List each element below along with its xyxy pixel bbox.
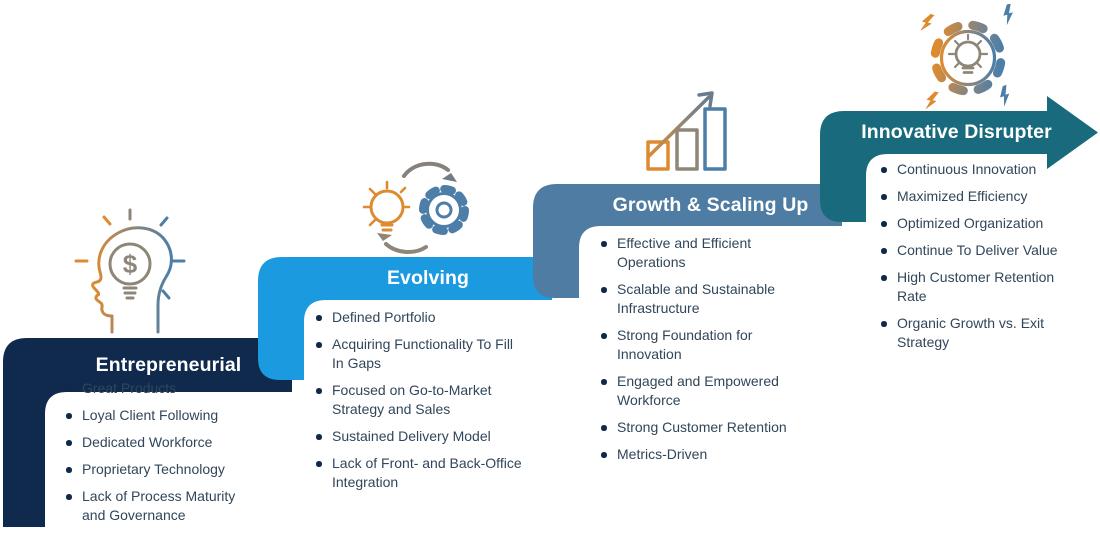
bullet-item: Continue To Deliver Value	[881, 241, 1069, 260]
bullet-item: Metrics-Driven	[601, 445, 799, 464]
bullet-item: Acquiring Functionality To Fill In Gaps	[316, 335, 524, 373]
bullet-item: Proprietary Technology	[66, 460, 260, 479]
bullet-item: Defined Portfolio	[316, 308, 524, 327]
stage-4-title: Innovative Disrupter	[861, 121, 1052, 143]
bullet-item: Loyal Client Following	[66, 406, 260, 425]
head-lightbulb-dollar-icon: $	[74, 208, 186, 334]
stage-2-title: Evolving	[386, 267, 470, 289]
bullet-item: Focused on Go-to-Market Strategy and Sal…	[316, 381, 524, 419]
stage-3-title: Growth & Scaling Up	[612, 193, 809, 216]
stage-3-bullets: Effective and Efficient Operations Scala…	[599, 234, 799, 472]
growth-bar-chart-arrow-icon	[640, 91, 736, 173]
bullet-item: Continuous Innovation	[881, 160, 1069, 179]
bullet-item: Dedicated Workforce	[66, 433, 260, 452]
stage-2-bullets: Defined Portfolio Acquiring Functionalit…	[314, 308, 524, 500]
lightbulb-gear-cycle-icon	[362, 161, 469, 254]
bullet-item: Scalable and Sustainable Infrastructure	[601, 280, 799, 318]
stage-1-title: Entrepreneurial	[95, 353, 242, 376]
bullet-item: Lack of Process Maturity and Governance	[66, 487, 260, 525]
bullet-item: Engaged and Empowered Workforce	[601, 372, 799, 410]
bullet-item: Maximized Efficiency	[881, 187, 1069, 206]
gear-lightbulb-lightning-icon	[921, 4, 1013, 110]
bullet-item: Lack of Front- and Back-Office Integrati…	[316, 454, 524, 492]
bullet-item: Organic Growth vs. Exit Strategy	[881, 314, 1069, 352]
bullet-item: High Customer Retention Rate	[881, 268, 1069, 306]
bullet-item: Optimized Organization	[881, 214, 1069, 233]
dollar-glyph: $	[123, 249, 138, 279]
stage-4-bullets: Continuous Innovation Maximized Efficien…	[879, 160, 1069, 360]
bullet-item: Effective and Efficient Operations	[601, 234, 799, 272]
stage-1-bullets: Great Products Loyal Client Following De…	[64, 379, 260, 533]
bullet-item: Strong Customer Retention	[601, 418, 799, 437]
bullet-item: Strong Foundation for Innovation	[601, 326, 799, 364]
bullet-item: Sustained Delivery Model	[316, 427, 524, 446]
bullet-item: Great Products	[66, 379, 260, 398]
